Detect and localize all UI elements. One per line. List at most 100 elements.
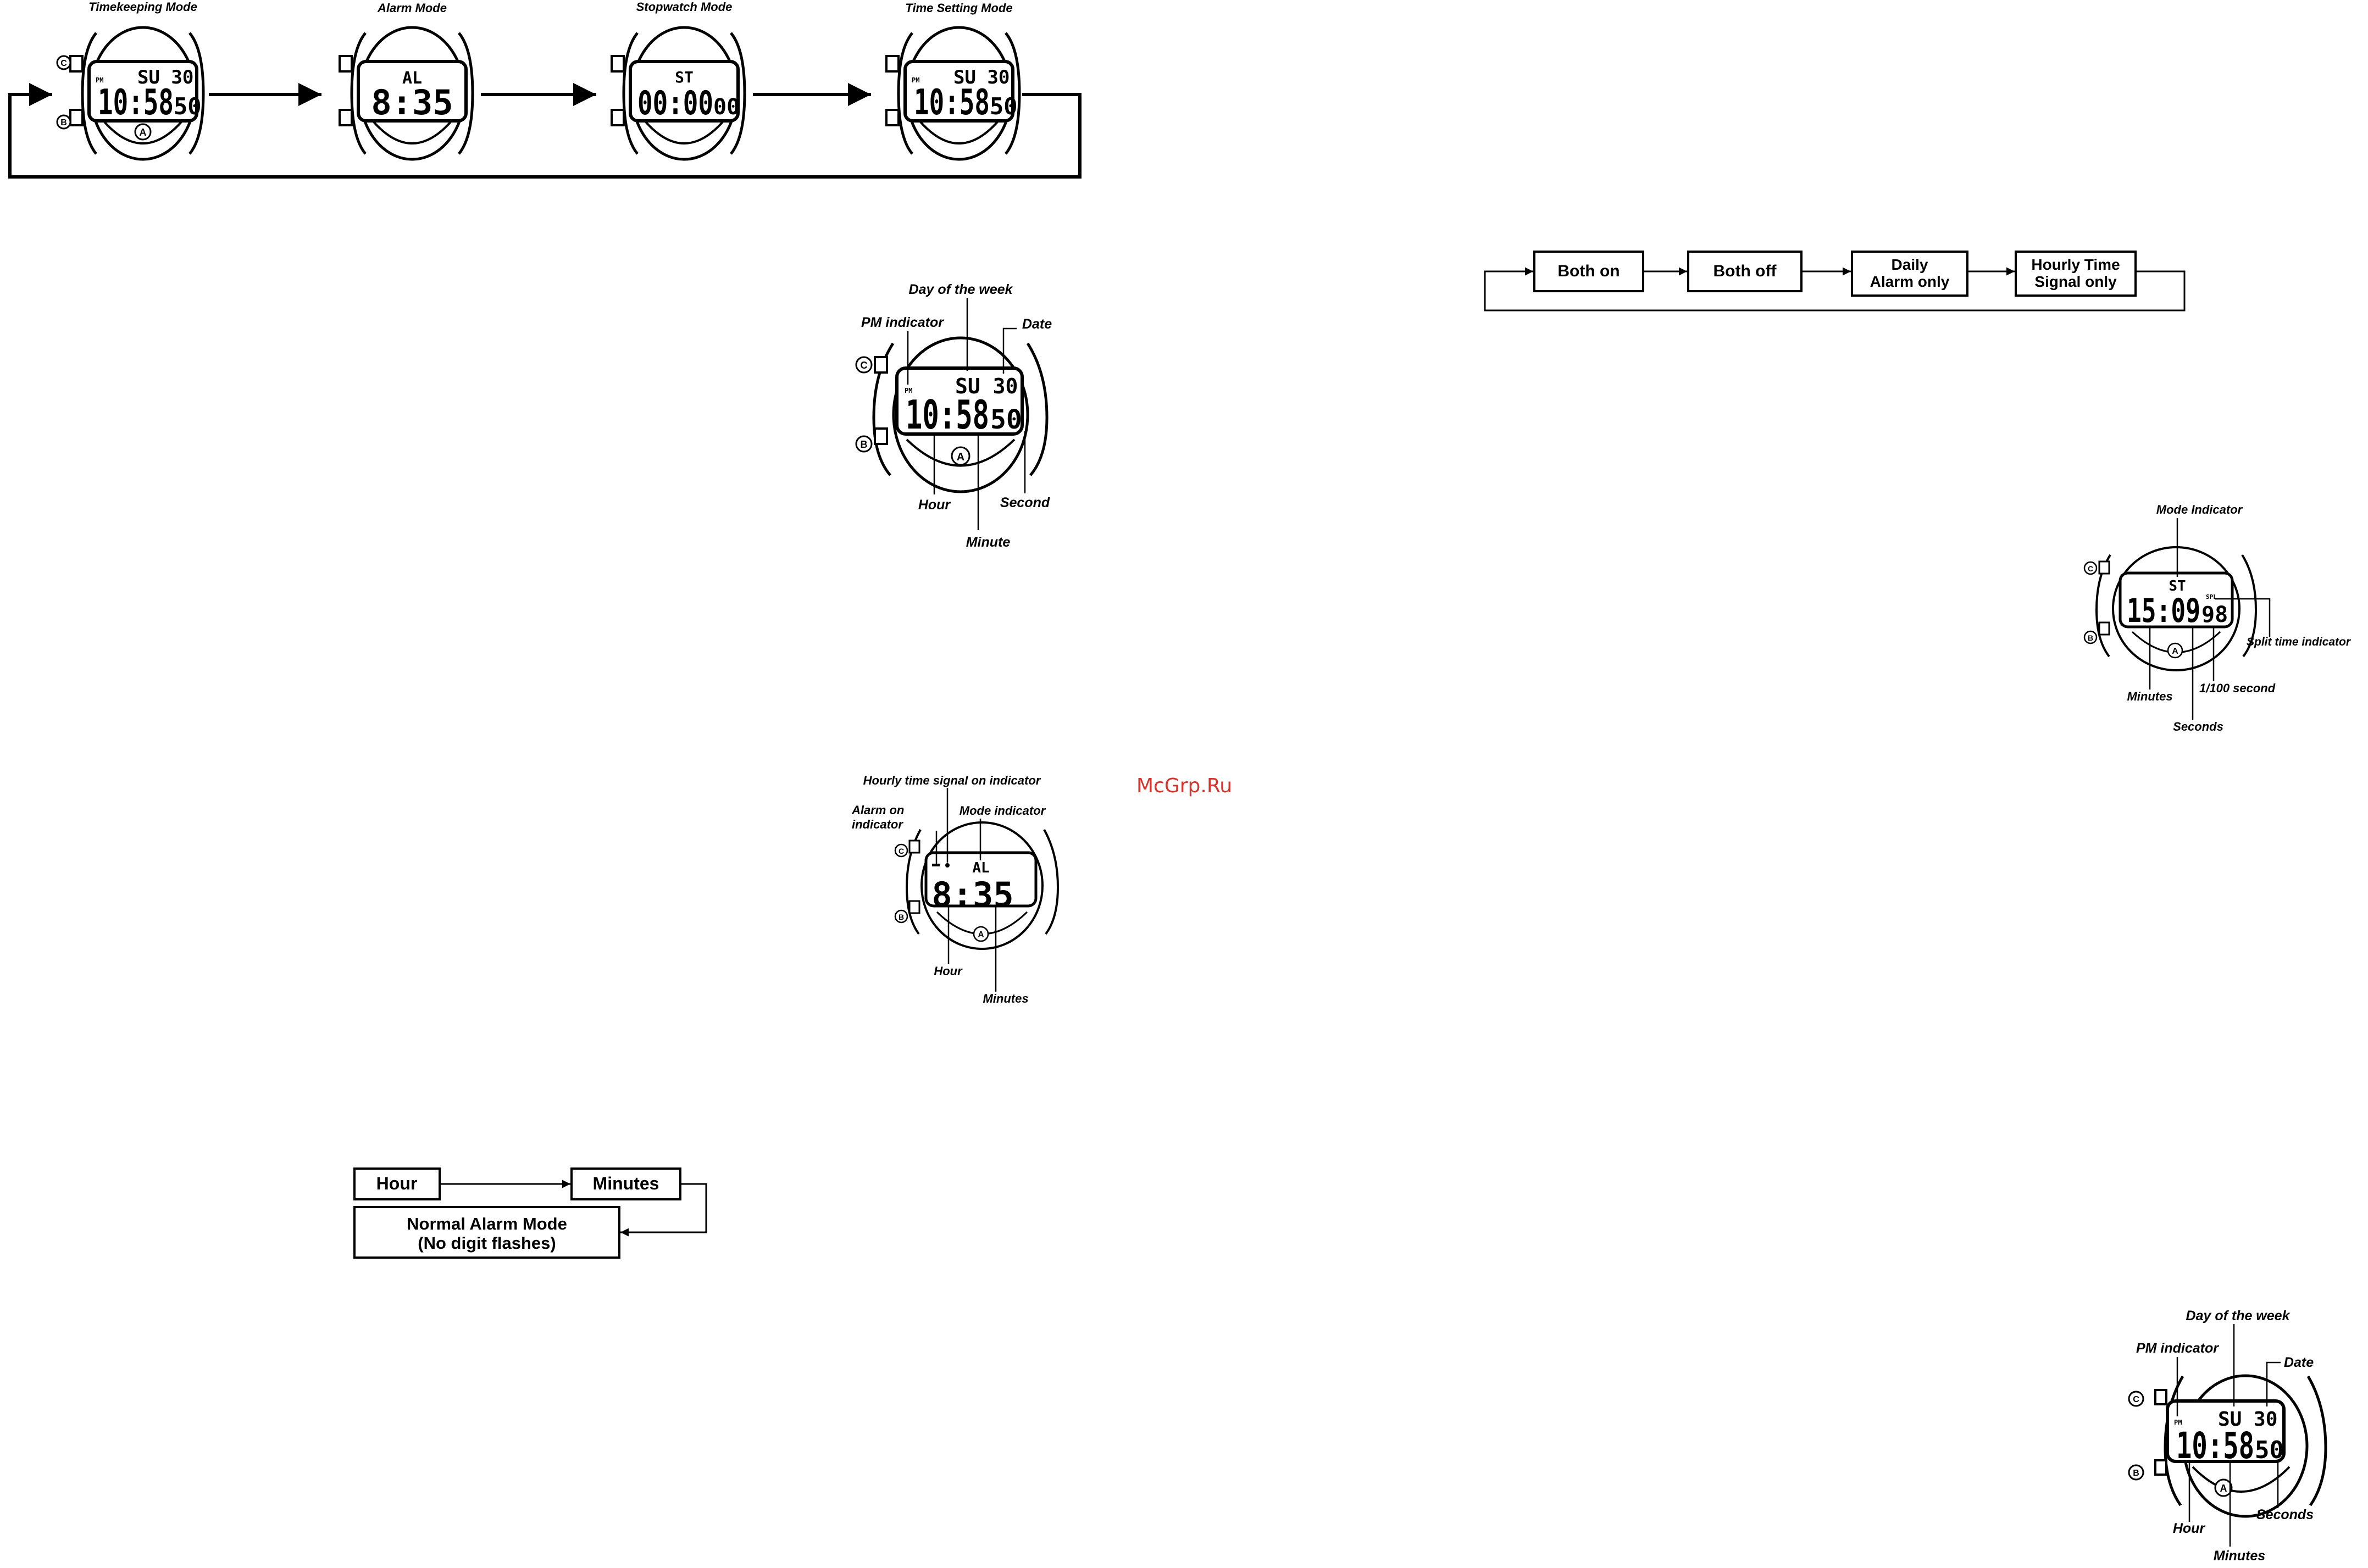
label-hourly-signal: Hourly time signal on indicator [863,774,1041,787]
lcd-top: ST [2169,578,2186,594]
svg-text:PM: PM [905,387,912,394]
svg-text:A: A [978,930,984,939]
mode-label-alarm: Alarm Mode [377,1,447,15]
svg-text:PM: PM [2174,1419,2182,1426]
lcd-main: 10:58 [2176,1425,2254,1467]
return-arrow [1484,267,2186,312]
svg-text:Both on: Both on [1557,262,1620,280]
mode-label-stopwatch: Stopwatch Mode [636,0,733,14]
lcd-main: 10:58 [906,392,989,438]
watch-alarm: AL 8:35 [339,26,474,161]
box-normal-alarm [353,1206,620,1259]
label-pm-indicator: PM indicator [861,315,944,330]
return-arrow [8,83,1082,179]
label-pm-indicator: PM indicator [2136,1341,2219,1356]
lcd-top: SU 30 [955,374,1018,398]
lcd-sub: 00 [713,94,740,120]
lcd-sub: 50 [990,404,1022,435]
lcd-main: 10:58 [914,82,990,123]
time-setting-diagram: A C B PM SU 30 10:58 50 Day of the week … [2128,1308,2327,1564]
svg-text:B: B [899,913,904,921]
lcd-sub: 50 [990,93,1018,120]
label-mode-indicator: Mode Indicator [2156,503,2243,516]
svg-text:(No digit flashes): (No digit flashes) [418,1233,556,1253]
lcd-sub: 50 [2255,1436,2284,1464]
button-c-label: C [60,59,67,68]
lcd-top: SU 30 [2218,1408,2277,1431]
lcd-top: SU 30 [953,66,1010,88]
svg-text:C: C [899,847,904,855]
svg-text:Daily: Daily [1892,256,1928,273]
svg-text:Hourly Time: Hourly Time [2031,256,2120,273]
lcd-sub: 98 [2201,602,2228,627]
svg-text:C: C [2133,1395,2139,1404]
alarm-signal-flow: Both on Both off Daily Alarm only Hourly… [1484,251,2186,312]
label-second: Second [1000,495,1050,510]
mode-label-time-setting: Time Setting Mode [905,1,1012,15]
label-minute: Minute [966,535,1011,550]
split-indicator: SPL [2206,593,2217,600]
label-day-of-week: Day of the week [2186,1308,2291,1324]
label-minutes: Minutes [2127,690,2172,703]
timekeeping-diagram: A C B PM SU 30 10:58 50 Day of the week … [855,282,1052,550]
lcd-top: SU 30 [137,66,193,88]
pm-indicator: PM [912,76,919,84]
lcd-main: 8:35 [931,875,1013,915]
hourly-signal-indicator [945,863,950,868]
alarm-diagram: A C B AL 8:35 Hourly time signal on indi… [851,774,1060,1005]
label-date: Date [2284,1355,2314,1370]
svg-text:A: A [2172,647,2178,656]
pm-indicator: PM [96,76,103,84]
watch-time-setting: PM SU 30 10:58 50 [885,26,1021,161]
svg-text:Minutes: Minutes [593,1174,659,1193]
box-both-on [1533,251,1644,292]
lcd-main: 10:58 [98,82,174,123]
mode-cycle-diagram: Timekeeping Mode Alarm Mode Stopwatch Mo… [8,0,1082,179]
label-minutes: Minutes [983,992,1028,1005]
svg-text:Signal only: Signal only [2034,273,2117,290]
label-hour: Hour [2173,1521,2206,1536]
lcd-main: 00:00 [637,84,713,123]
lcd-main: 15:09 [2127,592,2200,630]
svg-text:A: A [2220,1483,2227,1494]
svg-text:Hour: Hour [376,1174,418,1193]
svg-text:Normal Alarm Mode: Normal Alarm Mode [407,1214,567,1233]
label-alarm-on-2: indicator [852,818,903,831]
alarm-on-indicator [932,864,940,866]
svg-text:B: B [2088,633,2093,642]
svg-text:A: A [957,451,964,463]
label-mode-indicator: Mode indicator [960,804,1046,818]
alarm-setting-flow: Hour Minutes Normal Alarm Mode (No digit… [353,1167,707,1259]
label-hour: Hour [918,497,951,513]
svg-text:Both off: Both off [1713,262,1777,280]
watch-timekeeping: A C B PM SU 30 10:58 50 [56,26,205,161]
watermark-text: McGrp.Ru [1136,775,1232,797]
lcd-sub: 50 [174,93,202,120]
lcd-top: ST [675,68,694,86]
lcd-main: 8:35 [371,82,453,123]
label-split-time: Split time indicator [2247,636,2352,648]
label-hour: Hour [934,964,963,978]
label-seconds: Seconds [2173,720,2223,733]
svg-text:B: B [2133,1469,2139,1478]
lcd-top: AL [972,860,989,876]
label-date: Date [1022,316,1052,332]
button-a-label: A [140,127,147,138]
box-daily-alarm-only [1851,251,1968,297]
svg-text:B: B [861,439,868,450]
svg-text:C: C [861,360,868,371]
label-hundredth: 1/100 second [2199,681,2276,695]
box-hourly-signal-only [2015,251,2137,297]
svg-text:Alarm only: Alarm only [1870,273,1950,290]
label-seconds: Seconds [2256,1507,2314,1522]
label-day-of-week: Day of the week [909,282,1013,297]
label-minutes: Minutes [2214,1548,2266,1564]
svg-text:C: C [2088,564,2093,573]
stopwatch-diagram: A C B ST 15:09 98 SPL Mode Indicator Spl… [2083,503,2352,733]
button-b-label: B [60,118,67,127]
mode-label-timekeeping: Timekeeping Mode [88,0,197,14]
arrow [620,1183,707,1237]
watch-stopwatch: ST 00:00 00 [611,26,746,161]
label-alarm-on-1: Alarm on [851,803,904,817]
